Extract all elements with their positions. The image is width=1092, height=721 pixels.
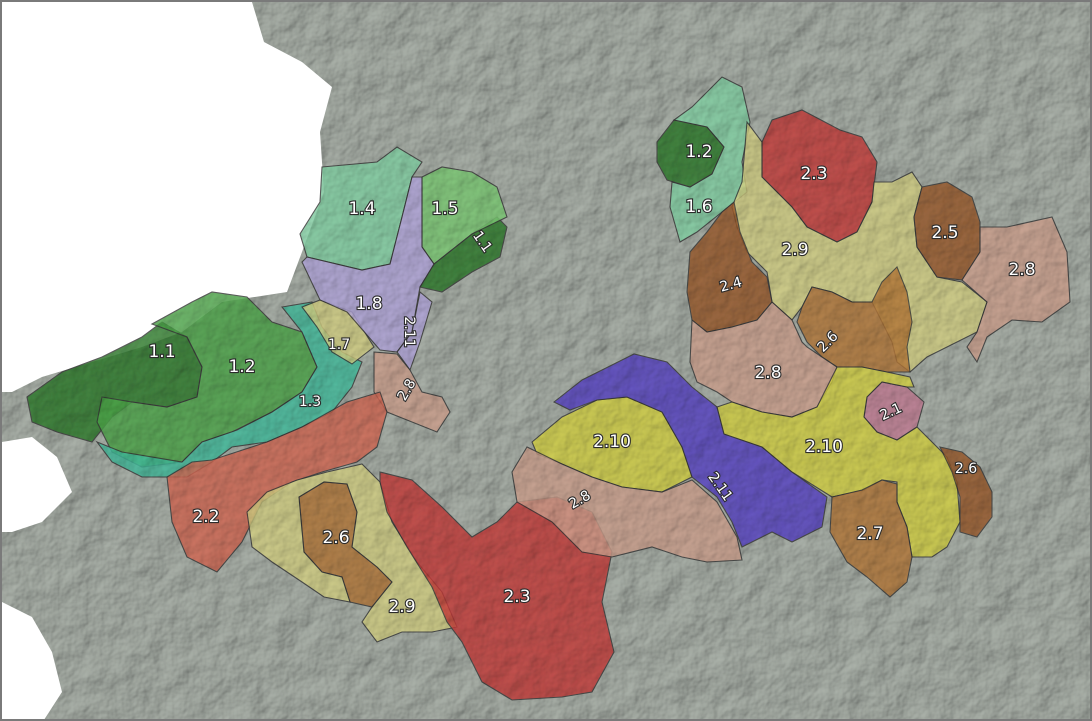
- zone-label: 2.10: [805, 437, 843, 457]
- zone-2-3a: [379, 471, 615, 701]
- sea-area: [2, 2, 332, 392]
- zone-label: 2.3: [503, 587, 530, 607]
- zone-label: 2.7: [856, 524, 883, 544]
- zone-label: 2.8: [754, 363, 781, 383]
- zone-2-6c: [939, 446, 993, 538]
- zone-label: 1.2: [685, 142, 712, 162]
- sea-area-southwest: [2, 602, 62, 719]
- zone-1-8: [301, 176, 435, 353]
- zone-2-8c: [961, 216, 1071, 364]
- zone-label: 2.5: [931, 223, 958, 243]
- zone-1-3: [95, 301, 363, 478]
- zone-label: 1.5: [431, 199, 458, 219]
- zone-label: 2.10: [593, 432, 631, 452]
- zone-label: 1.6: [685, 197, 712, 217]
- zone-2-8b: [511, 446, 743, 563]
- zone-label: 2.11: [401, 316, 417, 347]
- zone-label: 2.8: [1008, 260, 1035, 280]
- zone-1-6: [669, 76, 751, 243]
- zone-label: 2.4: [718, 274, 744, 295]
- zone-2-2: [166, 391, 388, 573]
- zone-label: 2.6: [955, 461, 977, 477]
- zone-label: 2.9: [781, 240, 808, 260]
- zone-label: 1.2: [228, 357, 255, 377]
- zone-label: 1.1: [148, 342, 175, 362]
- zone-label: 2.3: [800, 164, 827, 184]
- sea-area-south: [2, 437, 72, 532]
- zone-label: 1.7: [328, 337, 350, 353]
- zone-2-6b: [796, 266, 913, 373]
- zone-label: 2.6: [322, 528, 349, 548]
- zone-label: 1.8: [355, 294, 382, 314]
- zone-label: 2.2: [192, 507, 219, 527]
- zone-label: 1.4: [348, 199, 375, 219]
- zone-label: 2.9: [388, 597, 415, 617]
- zone-label: 1.3: [299, 394, 321, 410]
- zone-2-11b: [552, 353, 828, 548]
- zone-2-7: [829, 479, 913, 598]
